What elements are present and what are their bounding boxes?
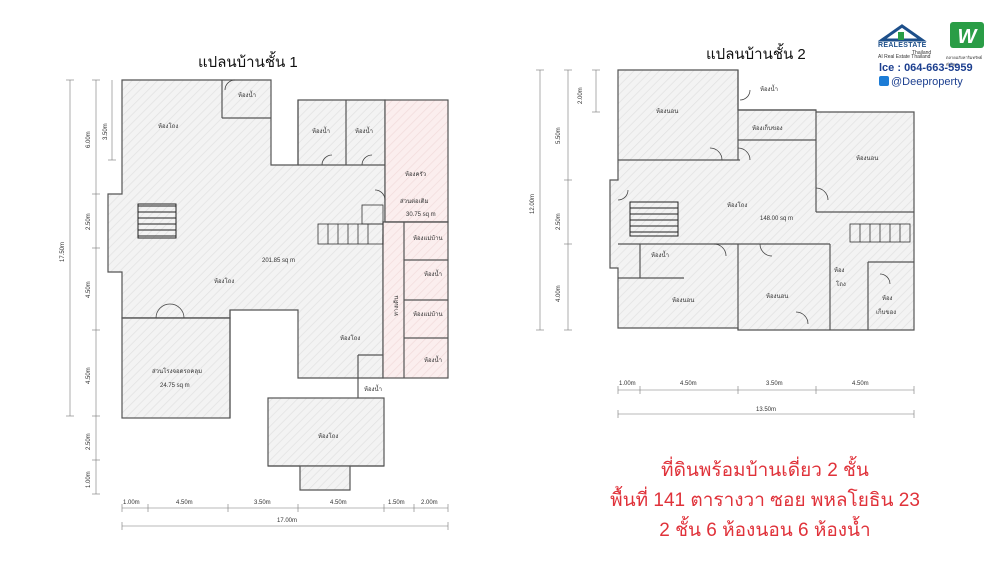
p2-dim-left-3: 4.00m bbox=[556, 285, 562, 302]
plan1-dim-lines bbox=[66, 79, 449, 530]
p2-dim-left-1: 5.50m bbox=[556, 127, 562, 144]
plan1-stairs-left bbox=[137, 203, 177, 239]
plan2-dim-labels: 2.00m 5.50m 2.50m 4.00m 12.00m 1.00m 4.5… bbox=[530, 87, 869, 413]
p1-dim-bottom-1: 4.50m bbox=[176, 500, 193, 506]
p1-dim-left-4: 4.50m bbox=[86, 367, 92, 384]
p1-dim-bottom-5: 2.00m bbox=[421, 500, 438, 506]
p1-dim-left-1: 3.50m bbox=[103, 123, 109, 140]
room-p2-bath-2: ห้องน้ำ bbox=[651, 249, 669, 259]
p1-dim-bottom-0: 1.00m bbox=[123, 500, 140, 506]
room-hall: ห้องโถง bbox=[727, 201, 747, 209]
p2-dim-bottom-1: 4.50m bbox=[680, 381, 697, 387]
room-bath-f: ห้องน้ำ bbox=[364, 383, 382, 393]
room-carport-area: 24.75 sq m bbox=[160, 383, 190, 389]
p1-dim-bottom-3: 4.50m bbox=[330, 500, 347, 506]
p2-dim-bottom-2: 3.50m bbox=[766, 381, 783, 387]
room-store2-line1: ห้อง bbox=[882, 295, 893, 302]
p1-dim-total-left: 17.50m bbox=[60, 242, 66, 262]
plan2-title: แปลนบ้านชั้น 2 bbox=[706, 46, 806, 63]
social-handle-row: @Deeproperty bbox=[879, 76, 963, 88]
p1-dim-left-2: 2.50m bbox=[86, 213, 92, 230]
social-handle: @Deeproperty bbox=[891, 76, 963, 88]
p2-dim-bottom-3: 4.50m bbox=[852, 381, 869, 387]
headline-line2: พื้นที่ 141 ตารางวา ซอย พหลโยธิน 23 bbox=[610, 490, 920, 511]
room-maid-2: ห้องแม่บ้าน bbox=[413, 311, 443, 318]
plan2-stairs-right bbox=[849, 223, 911, 243]
plan1-doors bbox=[155, 79, 386, 319]
p1-dim-total-bottom: 17.00m bbox=[277, 518, 297, 524]
svg-text:W: W bbox=[958, 26, 979, 48]
room-store2-line2: เก็บของ bbox=[876, 307, 896, 316]
room-store-1: ห้องเก็บของ bbox=[752, 123, 783, 132]
brand-tagline: ตลาดอสังหาริมทรัพย์ ทั่วไทย bbox=[946, 55, 983, 67]
plan2-stairs-left bbox=[629, 201, 679, 237]
room-carport: ส่วนโรงจอดรถคลุม bbox=[152, 367, 202, 375]
room-bath-b: ห้องน้ำ bbox=[312, 125, 330, 135]
plan1-dim-labels: 6.00m 3.50m 2.50m 4.50m 4.50m 2.50m 1.00… bbox=[60, 123, 438, 524]
room-bed-1: ห้องนอน bbox=[656, 108, 678, 115]
room-bath-d: ห้องน้ำ bbox=[424, 268, 442, 278]
headline-line1: ที่ดินพร้อมบ้านเดี่ยว 2 ชั้น bbox=[661, 460, 869, 481]
plan2-doors bbox=[617, 89, 891, 325]
room-living-bottom: ห้องโถง bbox=[318, 432, 338, 440]
room-bed-2: ห้องนอน bbox=[856, 155, 878, 162]
room-p2-bath-1: ห้องน้ำ bbox=[760, 83, 778, 93]
room-extension-area: 30.75 sq m bbox=[406, 212, 436, 218]
house-logo-icon: W bbox=[877, 22, 984, 48]
room-living-center: ห้องโถง bbox=[214, 277, 234, 285]
room-hall2-line1: ห้อง bbox=[834, 267, 845, 274]
brand-name: REALESTATE bbox=[878, 42, 927, 49]
plan2-walls bbox=[609, 69, 915, 331]
p1-dim-left-3: 4.50m bbox=[86, 281, 92, 298]
room-kitchen: ห้องครัว bbox=[405, 171, 426, 178]
room-living-top: ห้องโถง bbox=[158, 122, 178, 130]
p1-dim-left-6: 1.00m bbox=[86, 471, 92, 488]
room-maid-1: ห้องแม่บ้าน bbox=[413, 235, 443, 242]
p1-dim-left-0: 6.00m bbox=[86, 131, 92, 148]
line-id: lce : 064-663-5959 bbox=[879, 62, 973, 74]
p2-dim-total-left: 12.00m bbox=[530, 194, 536, 214]
room-bed-3: ห้องนอน bbox=[672, 297, 694, 304]
line-app-icon bbox=[879, 76, 889, 86]
p1-dim-bottom-2: 3.50m bbox=[254, 500, 271, 506]
room-hall2-line2: โถง bbox=[836, 280, 846, 288]
p2-dim-left-0: 2.00m bbox=[578, 87, 584, 104]
plan2-total-area: 148.00 sq m bbox=[760, 216, 793, 222]
headline-line3: 2 ชั้น 6 ห้องนอน 6 ห้องน้ำ bbox=[659, 520, 871, 541]
room-bath-e: ห้องน้ำ bbox=[424, 354, 442, 364]
room-bath-a: ห้องน้ำ bbox=[238, 89, 256, 99]
p1-dim-left-5: 2.50m bbox=[86, 433, 92, 450]
room-extension: ส่วนต่อเติม bbox=[400, 198, 429, 205]
plan1-stairs-right bbox=[317, 204, 384, 245]
plan1-title: แปลนบ้านชั้น 1 bbox=[198, 54, 298, 71]
p2-dim-bottom-0: 1.00m bbox=[619, 381, 636, 387]
plan2-labels: ห้องนอน ห้องน้ำ ห้องเก็บของ ห้องนอน ห้อง… bbox=[651, 83, 896, 316]
brand-sub: Thailand bbox=[912, 50, 932, 56]
plan1-labels: ห้องโถง ห้องน้ำ ห้องน้ำ ห้องน้ำ ห้องครัว… bbox=[152, 89, 443, 440]
room-bath-c: ห้องน้ำ bbox=[355, 125, 373, 135]
plan1-walls bbox=[107, 79, 449, 491]
p2-dim-left-2: 2.50m bbox=[556, 213, 562, 230]
company-name: AI Real Estate Thailand bbox=[878, 54, 931, 60]
room-bed-4: ห้องนอน bbox=[766, 293, 788, 300]
plan2-dim-lines bbox=[536, 69, 915, 418]
room-corridor: ทางเดิน bbox=[393, 296, 400, 316]
plan1-total-area: 201.85 sq m bbox=[262, 258, 295, 264]
p1-dim-bottom-4: 1.50m bbox=[388, 500, 405, 506]
p2-dim-total-bottom: 13.50m bbox=[756, 407, 776, 413]
room-living-right: ห้องโถง bbox=[340, 334, 360, 342]
brand-logo: W REALESTATE Thailand AI Real Estate Tha… bbox=[877, 20, 988, 100]
